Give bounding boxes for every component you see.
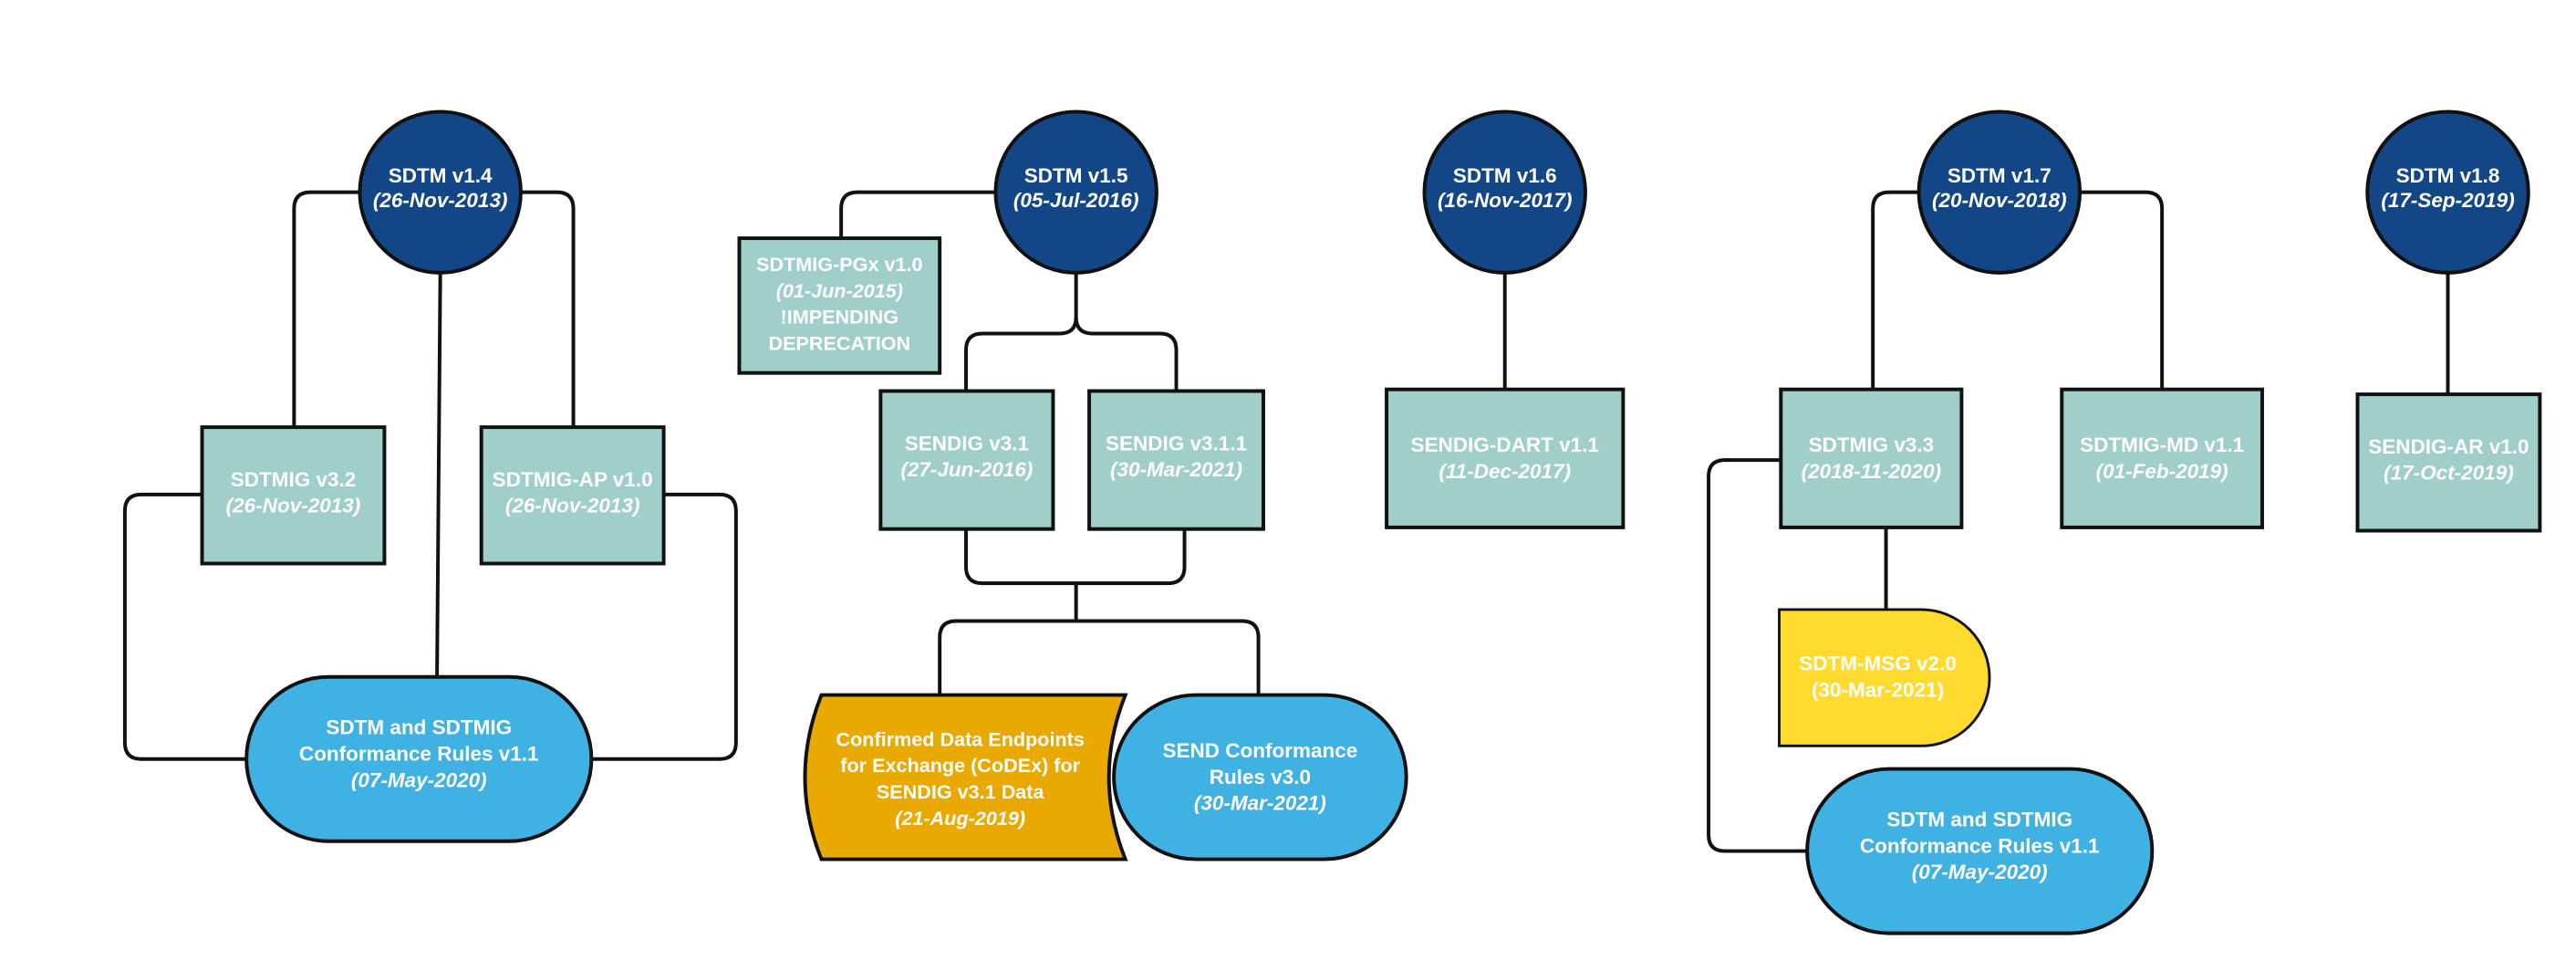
node-label: DEPRECATION [769,331,911,354]
node-label: SDTM v1.5 [1024,164,1128,187]
node-date: (11-Dec-2017) [1439,460,1571,483]
node-sdtm-1-5: SDTM v1.5(05-Jul-2016) [993,110,1158,275]
node-shape [2060,387,2264,529]
node-shape [2365,110,2530,275]
connector-line [938,619,1261,695]
node-date: (26-Nov-2013) [505,495,640,517]
node-conf-rules-2: SDTM and SDTMIG Conformance Rules v1.1 (07… [1805,767,2155,935]
node-label: (30-Mar-2021) [1812,678,1944,701]
node-date: (16-Nov-2017) [1438,189,1573,212]
connector-line [839,190,996,239]
node-label: Rules v3.0 [1210,766,1311,788]
node-shape [993,110,1158,275]
node-label: SDTMIG-PGx v1.0 [756,253,922,276]
node-label: SENDIG v3.1 [905,432,1029,454]
node-date: (27-Jun-2016) [900,458,1033,481]
node-sdtm-1-7: SDTM v1.7(20-Nov-2018) [1916,110,2083,275]
node-label: SENDIG-DART v1.1 [1411,433,1599,456]
node-date: (07-May-2020) [1912,861,2048,883]
node-label: Conformance Rules v1.1 [1860,834,2100,857]
node-date: (01-Jun-2015) [776,279,903,302]
nodes: SDTM v1.4(26-Nov-2013)SDTMIG v3.2(26-Nov… [200,110,2542,935]
node-label: Conformance Rules v1.1 [299,743,539,766]
node-shape [1385,387,1626,529]
node-date: (21-Aug-2019) [895,807,1025,830]
node-date: (30-Mar-2021) [1110,458,1242,481]
node-date: (17-Oct-2019) [2384,462,2514,485]
node-label: SDTM-MSG v2.0 [1799,653,1957,675]
connector-line [591,492,738,761]
node-label: SDTM v1.4 [389,164,493,187]
connector-line [964,272,1078,392]
node-conf-rules-1: SDTM and SDTMIG Conformance Rules v1.1(07… [244,674,594,843]
node-sdtmig-3-2: SDTMIG v3.2 (26-Nov-2013) [200,425,387,566]
connector-line [2080,190,2165,390]
node-label: SENDIG-AR v1.0 [2368,435,2529,458]
node-sendig-3-1: SENDIG v3.1 (27-Jun-2016) [878,389,1055,531]
node-sendig-ar: SENDIG-AR v1.0 (17-Oct-2019) [2355,392,2542,533]
node-shape [2355,392,2542,533]
node-label: Confirmed Data Endpoints [836,727,1085,750]
node-shape [1112,693,1408,861]
node-sendig-dart: SENDIG-DART v1.1 (11-Dec-2017) [1385,387,1626,529]
node-label: SDTM and SDTMIG [326,716,512,739]
node-shape [1779,387,1964,529]
node-label: SDTMIG-AP v1.0 [493,468,653,491]
node-label: SEND Conformance [1162,739,1357,762]
node-label: SDTM v1.8 [2396,164,2500,187]
connector-line [292,190,362,428]
connector-line [1074,317,1179,392]
node-shape [244,674,594,843]
node-sdtm-1-8: SDTM v1.8(17-Sep-2019) [2365,110,2530,275]
connector-line [964,528,1187,586]
node-date: (07-May-2020) [351,768,487,791]
node-sdtm-msg: SDTM-MSG v2.0 (30-Mar-2021) [1778,608,1991,747]
node-shape [1805,767,2155,935]
node-sdtmig-md: SDTMIG-MD v1.1 (01-Feb-2019) [2060,387,2264,529]
node-label: SDTMIG v3.2 [231,468,357,491]
node-date: (17-Sep-2019) [2381,189,2514,212]
node-sdtmig-pgx: SDTMIG-PGx v1.0 (01-Jun-2015) !IMPENDINGDE… [737,236,942,375]
connector-line [435,272,442,677]
node-label: SDTMIG v3.3 [1809,433,1935,456]
node-shape [200,425,387,566]
node-label: SDTM v1.6 [1453,164,1557,187]
node-shape [1087,389,1265,531]
node-shape [878,389,1055,531]
node-date: (26-Nov-2013) [226,495,361,517]
node-label: SENDIG v3.1.1 [1106,432,1247,454]
node-sdtmig-ap-1-0: SDTMIG-AP v1.0 (26-Nov-2013) [479,425,666,566]
node-label: SDTM v1.7 [1948,164,2051,187]
node-label: !IMPENDING [781,306,899,329]
node-codex: Confirmed Data Endpoints for Exchange (Co… [803,693,1128,861]
node-date: (30-Mar-2021) [1194,792,1326,815]
node-label: SDTMIG-MD v1.1 [2080,433,2244,456]
node-sdtmig-3-3: SDTMIG v3.3 (2018-11-2020) [1779,387,1964,529]
node-shape [737,236,942,375]
node-shape [803,693,1128,861]
connector-line [1871,190,1919,390]
node-sdtm-1-4: SDTM v1.4(26-Nov-2013) [358,110,523,275]
connector-line [122,492,247,761]
node-shape [1422,110,1587,275]
connector-line [519,190,576,428]
node-date: (20-Nov-2018) [1932,189,2067,212]
node-shape [479,425,666,566]
node-shape [1916,110,2083,275]
node-sendig-3-1-1: SENDIG v3.1.1 (30-Mar-2021) [1087,389,1265,531]
node-date: (05-Jul-2016) [1013,189,1139,212]
node-date: (01-Feb-2019) [2096,460,2228,483]
node-shape [358,110,523,275]
node-date: (26-Nov-2013) [373,189,508,212]
connectors [122,190,2450,853]
node-shape [1778,608,1991,747]
node-date: (2018-11-2020) [1802,460,1941,483]
node-label: for Exchange (CoDEx) for [840,754,1080,777]
node-sdtm-1-6: SDTM v1.6(16-Nov-2017) [1422,110,1587,275]
node-label: SENDIG v3.1 Data [877,780,1045,803]
connector-line [1707,458,1808,853]
node-label: SDTM and SDTMIG [1886,809,2072,831]
